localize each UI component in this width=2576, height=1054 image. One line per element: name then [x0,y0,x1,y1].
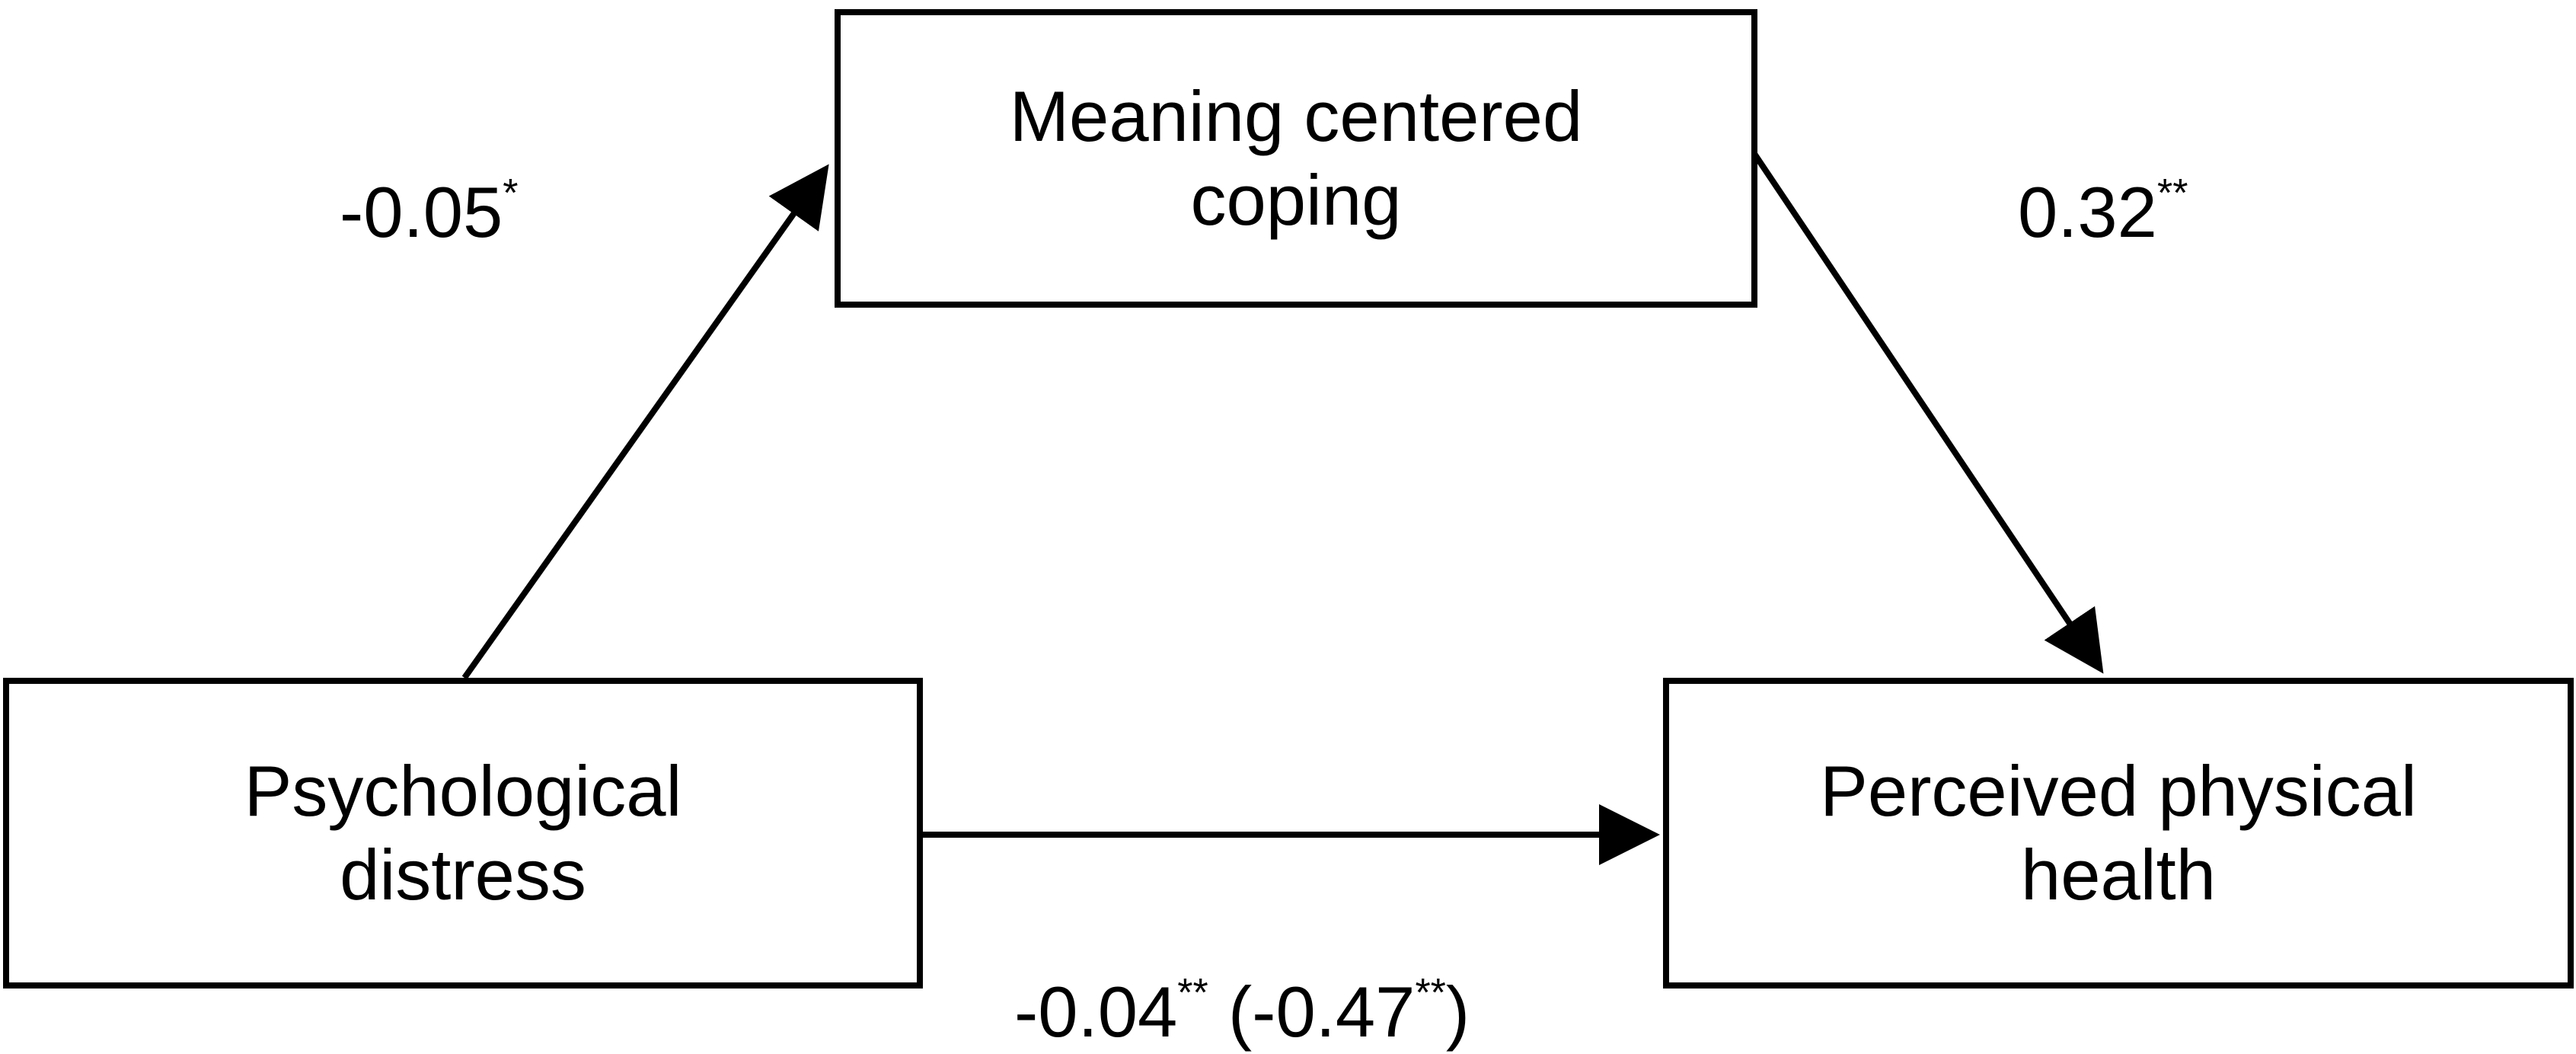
arrow-mediator-to-outcome [1745,142,2104,674]
coefficient-a-significance: * [503,171,519,216]
node-predictor-line2: distress [340,835,586,915]
coefficient-b-value: 0.32 [2018,172,2157,252]
node-outcome-line2: health [2020,835,2217,915]
node-psychological-distress: Psychological distress [3,678,923,989]
node-predictor-line1: Psychological [244,751,682,832]
coefficient-b-significance: ** [2156,171,2188,216]
node-mediator-line2: coping [1190,160,1402,240]
node-perceived-physical-health: Perceived physical health [1663,678,2574,989]
coefficient-c-open-paren: ( [1208,972,1253,1052]
coefficient-c-total-significance: ** [1415,971,1446,1015]
arrow-predictor-to-mediator [461,164,829,680]
coefficient-path-b: 0.32** [2018,174,2188,248]
coefficient-path-c: -0.04** (-0.47**) [1014,973,1470,1048]
node-mediator-line1: Meaning centered [1009,76,1583,157]
coefficient-a-value: -0.05 [340,172,503,252]
coefficient-c-direct-value: -0.04 [1014,972,1178,1052]
coefficient-c-total-value: -0.47 [1252,972,1416,1052]
coefficient-c-direct-significance: ** [1177,971,1208,1015]
coefficient-c-close-paren: ) [1445,972,1470,1052]
coefficient-path-a: -0.05* [340,174,519,248]
node-meaning-centered-coping: Meaning centered coping [835,9,1757,308]
node-outcome-line1: Perceived physical [1820,751,2417,832]
